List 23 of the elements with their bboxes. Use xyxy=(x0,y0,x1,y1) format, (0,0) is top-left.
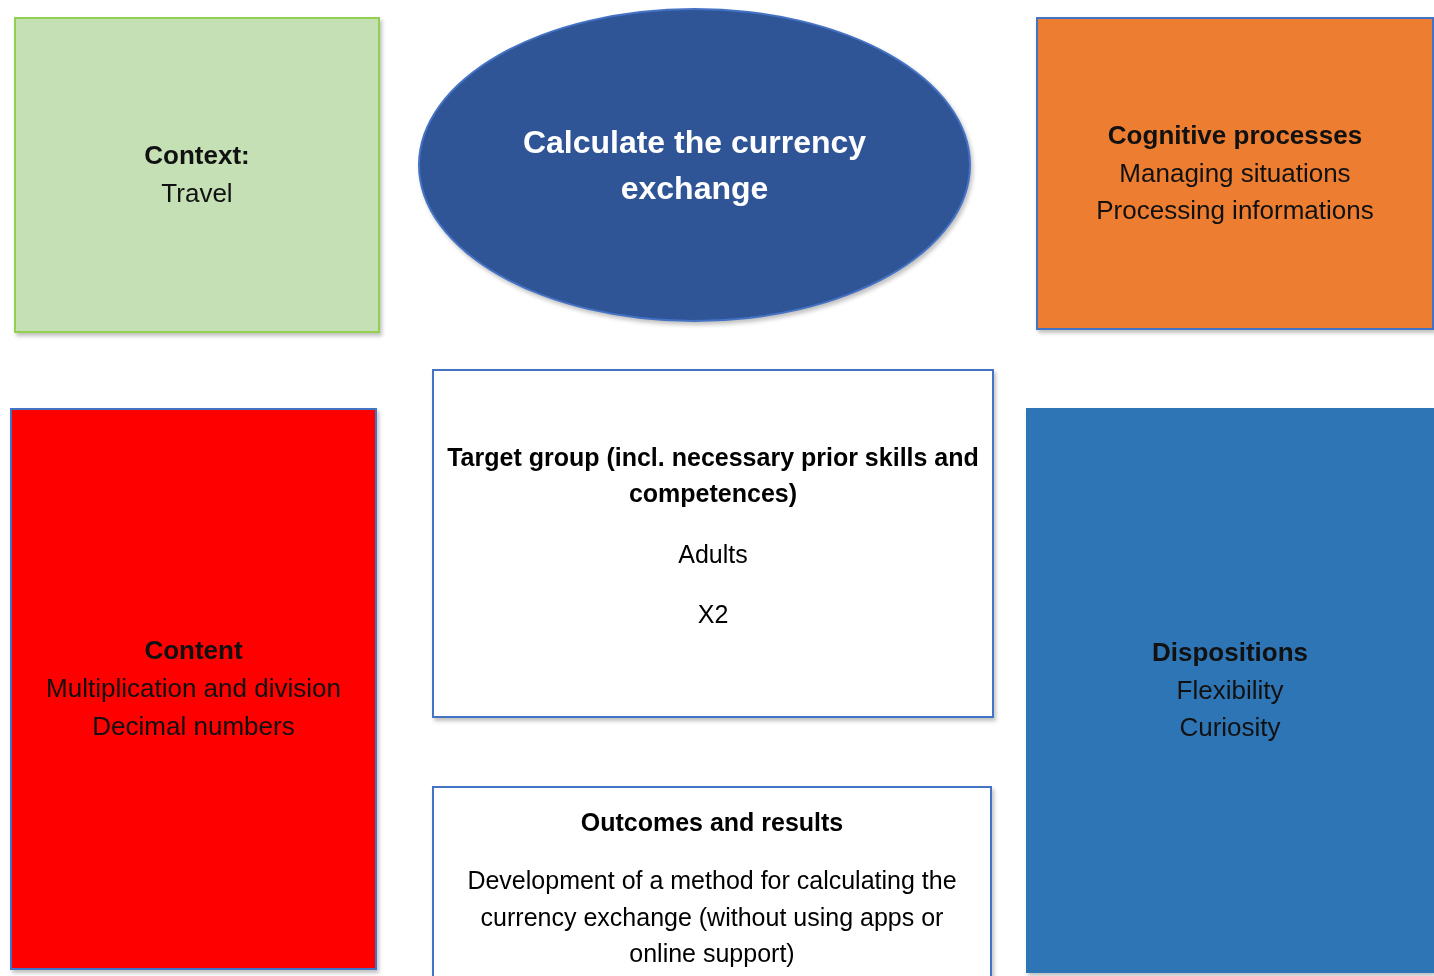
box-heading: Dispositions xyxy=(1152,635,1308,669)
content-box xyxy=(10,408,377,970)
box-text: Flexibility xyxy=(1176,673,1284,707)
box-text: Decimal numbers xyxy=(92,709,295,743)
outcomes-box xyxy=(432,786,992,976)
dispositions-box xyxy=(1026,408,1434,973)
box-text: Adults xyxy=(678,538,748,570)
box-text: Multiplication and division xyxy=(46,672,341,706)
box-text: Travel xyxy=(161,177,233,210)
cognitive-processes-box xyxy=(1036,17,1434,330)
box-text: Managing situations xyxy=(1119,156,1351,190)
box-text: Development of a method for calculating the currency exchange (without using apps or online support) xyxy=(466,865,958,969)
box-text: Curiosity xyxy=(1179,711,1281,745)
box-heading: Outcomes and results xyxy=(580,807,844,838)
box-heading: Target group (incl. necessary prior skills and competences) xyxy=(446,442,980,510)
target-group-box xyxy=(432,369,994,718)
box-text: Processing informations xyxy=(1096,194,1374,228)
box-heading: Cognitive processes xyxy=(1107,118,1363,152)
box-heading: Content xyxy=(144,634,243,668)
box-heading: Calculate the currency exchange xyxy=(521,122,868,208)
box-text: X2 xyxy=(697,598,729,630)
context-box xyxy=(14,17,380,333)
box-heading: Context: xyxy=(144,139,250,173)
